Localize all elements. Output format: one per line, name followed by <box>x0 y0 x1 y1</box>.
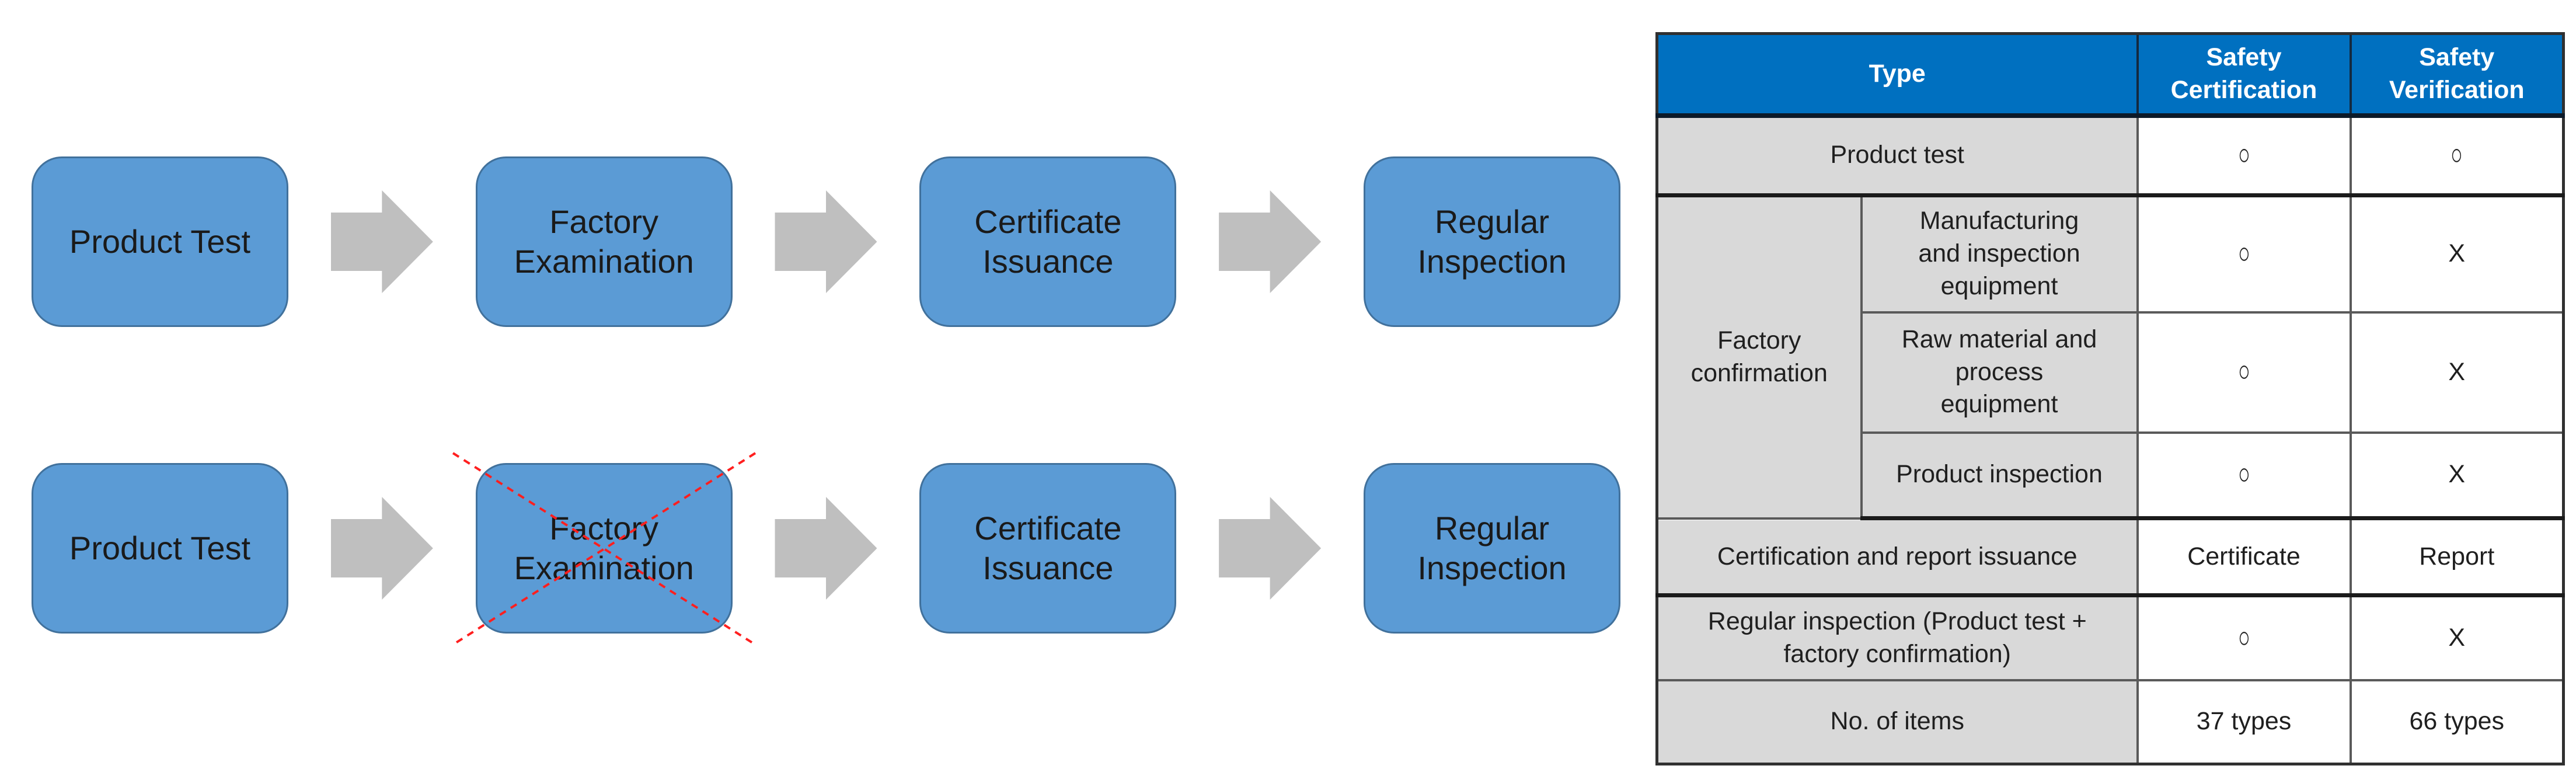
cell-product-inspection-label: Product inspection <box>1860 431 2139 520</box>
cell-regular-inspection-verif: X <box>2349 594 2565 681</box>
flow-step-product-test-1: Product Test <box>32 156 288 327</box>
table-row-manufacturing: Factory confirmation Manufacturing and i… <box>1655 194 2565 520</box>
cell-product-inspection-cert: ○ <box>2136 431 2352 520</box>
cell-product-test-verif: ○ <box>2349 114 2565 197</box>
circle-mark: ○ <box>2237 355 2250 389</box>
circle-mark: ○ <box>2237 236 2250 271</box>
arrow-right-icon <box>775 497 877 600</box>
table-header-row: Type Safety Certification Safety Verific… <box>1655 32 2565 118</box>
cell-product-test-cert: ○ <box>2136 114 2352 197</box>
cell-issuance-label: Certification and report issuance <box>1655 517 2139 597</box>
circle-mark: ○ <box>2237 621 2250 655</box>
table-row-product-inspection: Product inspection ○ X <box>1657 431 2565 520</box>
cell-manufacturing-verif: X <box>2349 194 2565 314</box>
header-safety-certification: Safety Certification <box>2136 32 2352 118</box>
cell-raw-material-verif: X <box>2349 311 2565 434</box>
flow-row-2: Product Test Factory Examination Certifi… <box>32 452 1620 646</box>
circle-mark: ○ <box>2237 457 2250 492</box>
cell-raw-material-label: Raw material and process equipment <box>1860 311 2139 434</box>
arrow-right-icon <box>775 190 877 293</box>
table-row-product-test: Product test ○ ○ <box>1655 114 2565 197</box>
flow-step-regular-inspection-2: Regular Inspection <box>1363 463 1620 634</box>
flow-step-certificate-issuance-2: Certificate Issuance <box>919 463 1177 634</box>
cell-items-cert: 37 types <box>2136 678 2352 765</box>
flow-step-factory-examination-1: Factory Examination <box>475 156 733 327</box>
cell-items-verif: 66 types <box>2349 678 2565 765</box>
table-row-regular-inspection: Regular inspection (Product test + facto… <box>1655 594 2565 681</box>
safety-comparison-table: Type Safety Certification Safety Verific… <box>1655 32 2565 765</box>
cell-manufacturing-label: Manufacturing and inspection equipment <box>1860 194 2139 314</box>
flow-step-factory-examination-2: Factory Examination <box>475 463 733 634</box>
flow-step-product-test-2: Product Test <box>32 463 288 634</box>
arrow-right-icon <box>330 497 433 600</box>
table-row-raw-material: Raw material and process equipment ○ X <box>1657 311 2565 434</box>
cell-raw-material-cert: ○ <box>2136 311 2352 434</box>
table-row-no-of-items: No. of items 37 types 66 types <box>1655 678 2565 765</box>
flow-step-regular-inspection-1: Regular Inspection <box>1363 156 1620 327</box>
circle-mark: ○ <box>2450 138 2463 172</box>
flow-step-certificate-issuance-1: Certificate Issuance <box>919 156 1177 327</box>
cell-regular-inspection-cert: ○ <box>2136 594 2352 681</box>
arrow-right-icon <box>1219 497 1322 600</box>
flow-step-factory-examination-2-wrapper: Factory Examination <box>452 452 756 646</box>
header-type: Type <box>1655 32 2139 118</box>
circle-mark: ○ <box>2237 138 2250 172</box>
cell-product-test-label: Product test <box>1655 114 2139 197</box>
cell-issuance-verif: Report <box>2349 517 2565 597</box>
cell-product-inspection-verif: X <box>2349 431 2565 520</box>
flow-row-1: Product Test Factory Examination Certifi… <box>32 156 1620 327</box>
cell-regular-inspection-label: Regular inspection (Product test + facto… <box>1655 594 2139 681</box>
cell-issuance-cert: Certificate <box>2136 517 2352 597</box>
table-row-issuance: Certification and report issuance Certif… <box>1655 517 2565 597</box>
cell-factory-confirmation-label: Factory confirmation <box>1655 194 1863 520</box>
arrow-right-icon <box>1219 190 1322 293</box>
cell-items-label: No. of items <box>1655 678 2139 765</box>
cell-manufacturing-cert: ○ <box>2136 194 2352 314</box>
header-safety-verification: Safety Verification <box>2349 32 2565 118</box>
arrow-right-icon <box>330 190 433 293</box>
